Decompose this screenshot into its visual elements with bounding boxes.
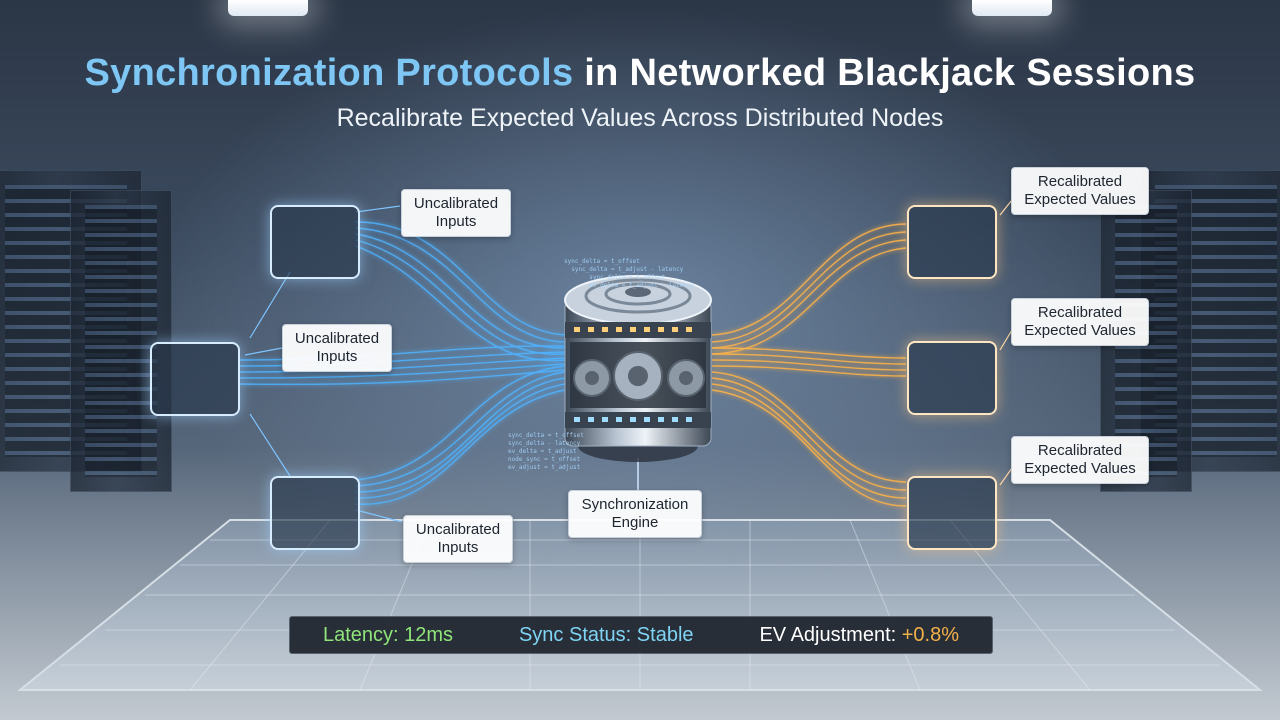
page-subtitle: Recalibrate Expected Values Across Distr… xyxy=(336,104,944,132)
output-node xyxy=(907,341,997,415)
input-label: Uncalibrated Inputs xyxy=(403,515,513,563)
ev-adjustment-value: +0.8% xyxy=(901,623,960,646)
output-label: Recalibrated Expected Values xyxy=(1011,298,1149,346)
input-label: Uncalibrated Inputs xyxy=(282,324,392,372)
page-title: Synchronization Protocols in Networked B… xyxy=(0,52,1280,95)
sync-status-value: Stable xyxy=(636,623,694,646)
server-rack xyxy=(70,190,172,492)
input-connectors xyxy=(244,205,403,523)
output-node xyxy=(907,476,997,550)
input-node xyxy=(270,476,360,550)
output-flow-lines xyxy=(711,223,907,507)
ev-adjustment-label: EV Adjustment: xyxy=(759,623,897,646)
input-label: Uncalibrated Inputs xyxy=(401,189,511,237)
ceiling-light xyxy=(228,0,308,16)
latency-readout: Latency: 12ms xyxy=(322,623,454,646)
ev-adjustment: EV Adjustment: +0.8% xyxy=(759,624,959,647)
title-highlight: Synchronization Protocols xyxy=(84,52,574,94)
output-connectors xyxy=(999,199,1013,486)
input-flow-lines xyxy=(239,221,566,505)
input-node xyxy=(270,205,360,279)
code-snippet: sync_delta = t_offset sync_delta - laten… xyxy=(508,432,584,471)
output-label: Recalibrated Expected Values xyxy=(1011,167,1149,215)
output-node xyxy=(907,205,997,279)
code-snippet: sync_delta = t_offset sync_delta = t_adj… xyxy=(564,258,695,289)
synchronization-engine xyxy=(564,275,712,462)
output-label: Recalibrated Expected Values xyxy=(1011,436,1149,484)
sync-status-label: Sync Status: xyxy=(518,623,632,646)
gear-icon xyxy=(613,351,663,401)
status-bar: Latency: 12ms Sync Status: Stable EV Adj… xyxy=(289,616,993,654)
title-rest: in Networked Blackjack Sessions xyxy=(573,52,1196,94)
engine-label: Synchronization Engine xyxy=(568,490,702,538)
ceiling-light xyxy=(972,0,1052,16)
gear-icon xyxy=(667,359,705,397)
input-node xyxy=(150,342,240,416)
sync-status: Sync Status: Stable xyxy=(519,624,694,647)
gear-icon xyxy=(573,359,611,397)
